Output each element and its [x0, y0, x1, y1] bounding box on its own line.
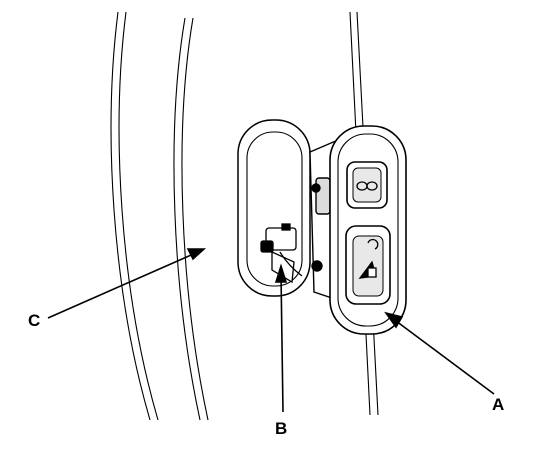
leader-line-b [280, 273, 284, 413]
door-panel-curve [118, 11, 159, 421]
door-panel-curve [173, 17, 201, 421]
callout-label-c: C [28, 311, 40, 330]
door-panel-curve [181, 17, 209, 421]
mirror-switch-panel [329, 125, 407, 335]
mirror-select-icon [356, 181, 378, 191]
leader-line-c [47, 251, 199, 319]
arrowhead-c [186, 248, 207, 261]
callout-label-a: A [492, 395, 504, 414]
housing-screw [311, 183, 321, 193]
housing-side-slot [315, 177, 331, 215]
switch-cover-outer [237, 119, 311, 297]
connector-tab [260, 240, 274, 253]
leader-line-a [391, 317, 495, 395]
leader-lines [47, 248, 495, 413]
connector-peg [281, 223, 291, 231]
arrowhead-b [274, 263, 288, 283]
mirror-adjust-button-face [352, 235, 384, 297]
callout-label-b: B [275, 419, 287, 438]
mirror-adjust-icon [358, 238, 379, 279]
connector-wire [279, 251, 303, 277]
door-panel-curve [110, 11, 151, 421]
arrowhead-a [384, 311, 404, 329]
connector-latch [271, 250, 295, 284]
housing-screw [311, 260, 323, 272]
switch-cover [237, 119, 311, 297]
mirror-switch-bezel-inner [337, 133, 399, 327]
connector-clip [260, 223, 303, 284]
switch-cover-inner [246, 131, 303, 287]
